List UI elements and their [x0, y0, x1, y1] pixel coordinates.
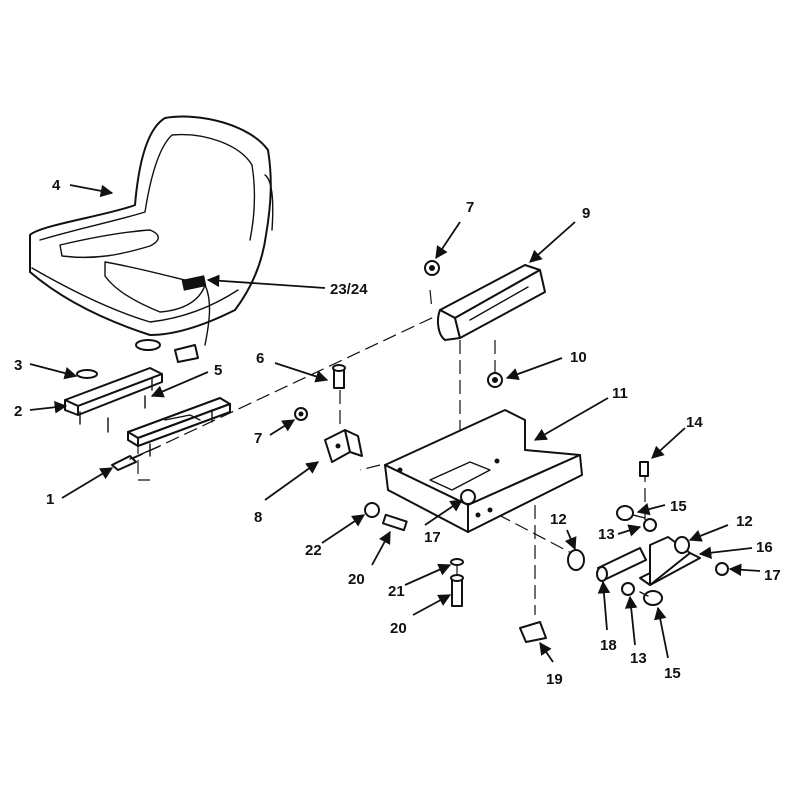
- seat-stud-part: [135, 339, 161, 351]
- bolt-14-part: [639, 461, 649, 477]
- callout-20-lower: 20: [390, 620, 407, 637]
- callout-12-left: 12: [550, 511, 567, 528]
- bushing-12-right-part: [674, 536, 690, 554]
- callout-14: 14: [686, 414, 703, 431]
- callout-7-top: 7: [466, 199, 474, 216]
- washer-13-part: [643, 518, 657, 532]
- callout-18: 18: [600, 637, 617, 654]
- slide-rail-assembly: [111, 397, 231, 471]
- callout-5: 5: [214, 362, 222, 379]
- callout-7-left: 7: [254, 430, 262, 447]
- bolt-20-part: [381, 513, 408, 532]
- washer-13-lower-part: [621, 582, 635, 596]
- bolt-20-lower-part: [451, 577, 463, 607]
- nut-17-right-part: [715, 562, 729, 576]
- callout-17-right: 17: [764, 567, 781, 584]
- bolt-15-lower-part: [643, 590, 663, 606]
- washer-21-part: [450, 558, 464, 566]
- nut-22-part: [364, 502, 380, 518]
- callout-13-upper: 13: [598, 526, 615, 543]
- callout-16: 16: [756, 539, 773, 556]
- callout-15-upper: 15: [670, 498, 687, 515]
- callout-2: 2: [14, 403, 22, 420]
- callout-20-upper: 20: [348, 571, 365, 588]
- callout-13-lower: 13: [630, 650, 647, 667]
- slotted-bracket-9: [424, 260, 546, 388]
- pivot-assembly: [519, 461, 729, 643]
- bolt-15-head-part: [616, 505, 634, 521]
- callout-8: 8: [254, 509, 262, 526]
- callout-22: 22: [305, 542, 322, 559]
- callout-12-right: 12: [736, 513, 753, 530]
- callout-leaders: [29, 184, 761, 663]
- callout-3: 3: [14, 357, 22, 374]
- callout-1: 1: [46, 491, 54, 508]
- callout-10: 10: [570, 349, 587, 366]
- callout-21: 21: [388, 583, 405, 600]
- callout-labels: 4 23/24 3 2 5 1 6 7 8 7 9 10 11 14 15 13…: [14, 177, 781, 688]
- bushing-12-part: [567, 549, 585, 571]
- seat-switch-part: [181, 275, 207, 291]
- seat-part: [29, 115, 274, 363]
- mount-hardware: [294, 364, 363, 463]
- callout-17-center: 17: [424, 529, 441, 546]
- callout-4: 4: [52, 177, 61, 194]
- washer-part: [76, 369, 98, 379]
- callout-15-lower: 15: [664, 665, 681, 682]
- nut-17-part: [460, 489, 476, 505]
- seat-pan-11: [384, 409, 583, 533]
- callout-23-24: 23/24: [330, 281, 368, 298]
- callout-6: 6: [256, 350, 264, 367]
- callout-19: 19: [546, 671, 563, 688]
- seat-rail-bracket: [64, 367, 163, 433]
- callout-11: 11: [612, 385, 628, 402]
- lower-hardware: [364, 502, 464, 607]
- callout-9: 9: [582, 205, 590, 222]
- switch-connector-part: [174, 344, 199, 363]
- bumper-19-part: [519, 621, 547, 643]
